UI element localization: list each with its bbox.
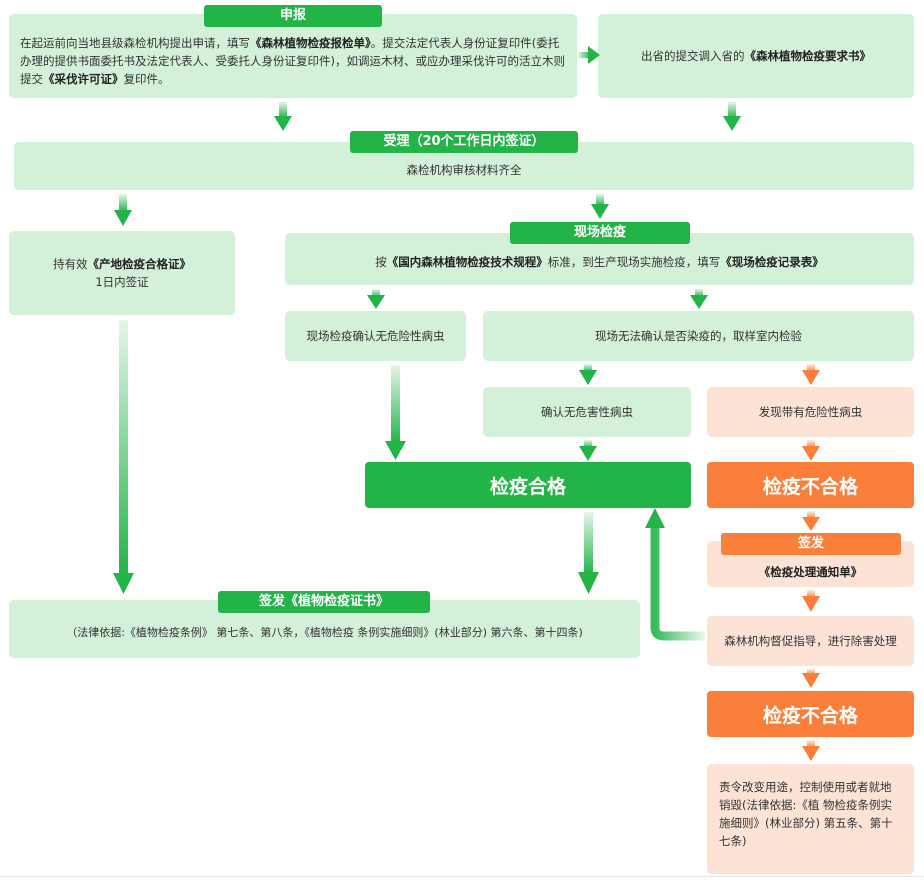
apply-doc-a: 《森林植物检疫报检单》 [250, 36, 371, 50]
arrow-onsite-to-unsure [690, 289, 708, 309]
apply-doc-b: 《采伐许可证》 [43, 72, 124, 86]
apply-text-b: 。提交法定代表人身份证复印件(委托办理的提供书面委托书及法定代表人、受委托人身份… [20, 36, 565, 86]
arrow-fail2-to-final [802, 740, 820, 761]
treat-box: 森林机构督促指导，进行除害处理 [707, 616, 914, 666]
lab-danger-box: 发现带有危险性病虫 [707, 387, 914, 437]
arrow-fail1-to-notice [802, 511, 820, 531]
arrow-treat-back-to-pass [645, 508, 705, 641]
arrow-pass-to-issue [578, 512, 599, 594]
arrow-apply-to-out [578, 46, 600, 64]
arrow-onsitesafe-to-pass [385, 365, 406, 460]
onsite-unsure-box: 现场无法确认是否染疫的，取样室内检验 [483, 311, 914, 361]
arrow-out-to-accept [723, 102, 741, 131]
lab-safe-box: 确认无危害性病虫 [483, 387, 691, 437]
apply-text-c: 复印件。 [123, 72, 170, 86]
arrow-valid-to-issue [113, 320, 134, 594]
fail2-box: 检疫不合格 [707, 691, 914, 737]
accept-label: 受理（20个工作日内签证） [350, 131, 578, 153]
arrow-notice-to-treat [802, 590, 820, 612]
valid-cert-text-a: 持有效 [53, 257, 88, 271]
apply-text: 在起运前向当地县级森检机构提出申请，填写《森林植物检疫报检单》。提交法定代表人身… [20, 34, 568, 88]
apply-label: 申报 [204, 5, 382, 27]
arrow-accept-to-onsite [591, 194, 609, 219]
valid-cert-text-b: 1日内签证 [95, 275, 149, 289]
apply-box [9, 14, 577, 98]
arrow-treat-to-fail2 [802, 669, 820, 688]
arrow-onsite-to-safe [367, 289, 385, 309]
arrow-unsure-to-labsafe [579, 364, 597, 385]
onsite-safe-box: 现场检疫确认无危险性病虫 [285, 311, 466, 361]
fail1-box: 检疫不合格 [707, 462, 914, 508]
final-box: 责令改变用途，控制使用或者就地销毁(法律依据:《植 物检疫条例实施细则》(林业部… [707, 764, 914, 874]
onsite-text: 按《国内森林植物检疫技术规程》标准，到生产现场实施检疫，填写《现场检疫记录表》 [285, 247, 914, 277]
issue-text: （法律依据:《植物检疫条例》 第七条、第八条，《植物检疫 条例实施细则》(林业部… [66, 626, 583, 639]
pass-box: 检疫合格 [365, 462, 691, 508]
notice-label: 签发 [721, 533, 901, 555]
onsite-text-a: 按 [375, 255, 387, 269]
apply-text-a: 在起运前向当地县级森检机构提出申请，填写 [20, 36, 250, 50]
onsite-label: 现场检疫 [510, 222, 690, 244]
notice-doc-text: 《检疫处理通知单》 [758, 565, 863, 579]
out-province-text: 出省的提交调入省的 [641, 49, 745, 63]
onsite-doc-a: 《国内森林植物检疫技术规程》 [386, 255, 548, 269]
onsite-text-b: 标准，到生产现场实施检疫，填写 [547, 255, 721, 269]
onsite-doc-b: 《现场检疫记录表》 [720, 255, 824, 269]
valid-cert-box: 持有效《产地检疫合格证》 1日内签证 [9, 231, 235, 315]
out-province-box: 出省的提交调入省的《森林植物检疫要求书》 [598, 14, 914, 98]
notice-doc: 《检疫处理通知单》 [707, 560, 914, 584]
arrow-apply-to-accept [274, 102, 292, 131]
out-province-doc: 《森林植物检疫要求书》 [744, 49, 872, 63]
arrow-labsafe-to-pass [579, 440, 597, 461]
arrow-labdanger-to-fail1 [802, 440, 820, 461]
accept-text: 森检机构审核材料齐全 [406, 163, 522, 177]
valid-cert-doc: 《产地检疫合格证》 [87, 257, 192, 271]
bottom-divider [0, 876, 924, 877]
arrow-unsure-to-labdanger [802, 364, 820, 385]
arrow-accept-to-valid [114, 194, 132, 226]
issue-label: 签发《植物检疫证书》 [218, 591, 430, 613]
